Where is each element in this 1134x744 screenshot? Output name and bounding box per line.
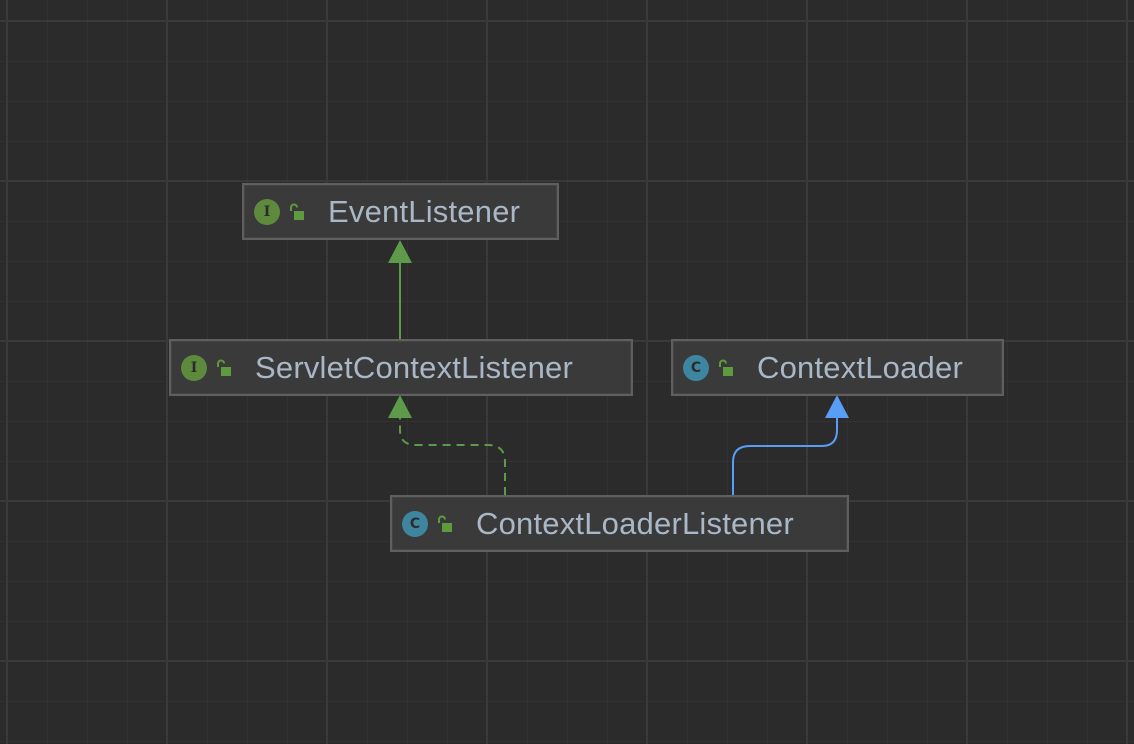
arrowhead-icon [825,395,849,418]
node-label: EventListener [328,193,521,229]
arrowhead-icon [388,240,412,263]
edge-contextloaderlistener-to-servletcontextlistener[interactable] [388,395,506,495]
arrowhead-icon [388,395,412,418]
public-lock-icon [438,515,452,532]
public-lock-icon [719,359,733,376]
interface-icon: I [181,354,207,381]
node-label: ServletContextListener [255,349,574,385]
node-contextloader[interactable]: C ContextLoader [671,339,1004,396]
node-label: ContextLoaderListener [476,505,794,541]
node-servletcontextlistener[interactable]: I ServletContextListener [169,339,633,396]
interface-icon: I [254,198,280,225]
public-lock-icon [290,203,304,220]
edge-servletcontextlistener-to-eventlistener[interactable] [388,240,412,339]
node-contextloaderlistener[interactable]: C ContextLoaderListener [390,495,849,552]
class-icon: C [402,510,428,537]
node-eventlistener[interactable]: I EventListener [242,183,559,240]
class-icon: C [683,354,709,381]
public-lock-icon [217,359,231,376]
edge-contextloaderlistener-to-contextloader[interactable] [732,395,849,495]
node-label: ContextLoader [757,349,963,385]
